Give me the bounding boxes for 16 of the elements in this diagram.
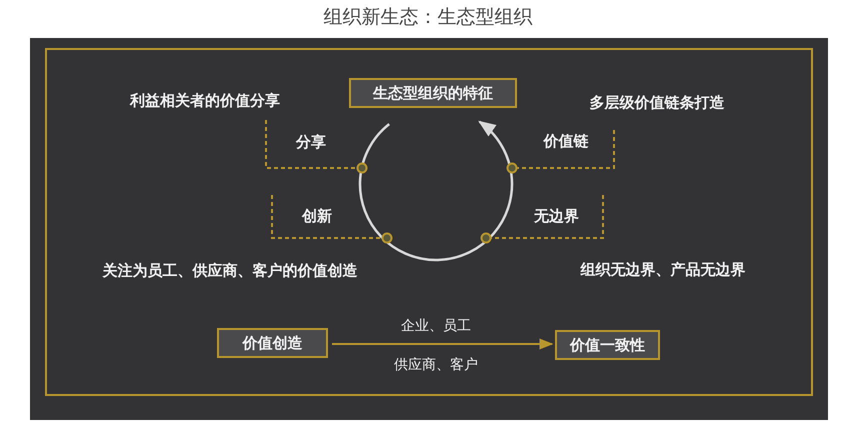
note-text: 供应商、客户 xyxy=(394,356,478,374)
title: 组织新生态：生态型组织 xyxy=(322,5,534,30)
process-box: 价值创造 xyxy=(217,328,328,358)
description-text: 组织无边界、产品无边界 xyxy=(580,260,746,280)
feature-label: 创新 xyxy=(272,195,362,238)
description-text: 多层级价值链条打造 xyxy=(590,94,724,112)
feature-label: 无边界 xyxy=(510,195,603,238)
description-text: 利益相关者的价值分享 xyxy=(130,92,280,110)
feature-label: 分享 xyxy=(266,120,356,168)
leader-line xyxy=(271,195,382,239)
feature-label: 价值链 xyxy=(518,130,614,168)
edge-label: 企业、员工 xyxy=(401,317,471,335)
process-box: 价值一致性 xyxy=(555,330,660,360)
description-text: 关注为员工、供应商、客户的价值创造 xyxy=(102,262,358,280)
heading-box: 生态型组织的特征 xyxy=(349,78,517,108)
arrow xyxy=(332,338,554,350)
